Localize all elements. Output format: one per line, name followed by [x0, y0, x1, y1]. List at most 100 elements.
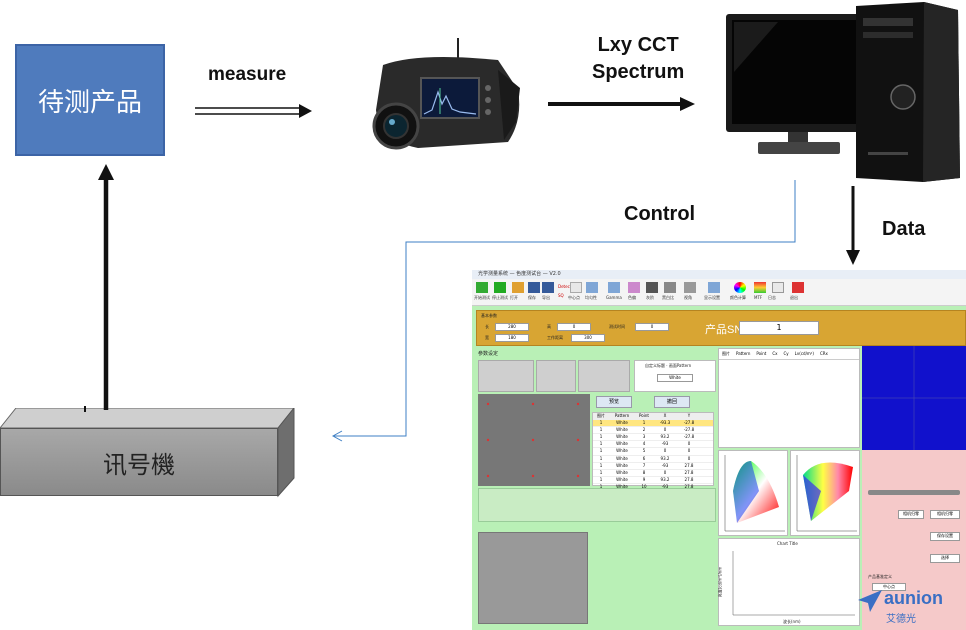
grayscale-icon[interactable]	[646, 282, 658, 293]
save-icon[interactable]	[528, 282, 540, 293]
viewing-angle-icon[interactable]	[684, 282, 696, 293]
cie-1976-diagram	[790, 450, 860, 536]
signal-arrow	[98, 164, 114, 410]
colorimeter-camera-icon	[372, 38, 520, 150]
side-button[interactable]: 保存设置	[930, 532, 960, 541]
table-cell: 7	[642, 462, 646, 468]
toolbar-label[interactable]: Detector	[558, 284, 576, 289]
toolbar-label: 均匀性	[585, 295, 597, 300]
param-group-2	[536, 360, 576, 392]
cancel-button[interactable]: 撤回	[654, 396, 690, 408]
color-calc-icon[interactable]	[734, 282, 746, 293]
product-center-label: 产品基准定义	[868, 574, 892, 579]
data-flow-arrow	[548, 97, 695, 111]
start-icon[interactable]	[476, 282, 488, 293]
center-select[interactable]: 中心点	[872, 583, 906, 591]
table-cell: 5	[642, 448, 646, 454]
table-cell: 27.8	[684, 476, 694, 482]
camera-preview-panel	[478, 532, 588, 624]
side-button[interactable]: 相机归零	[898, 510, 924, 519]
toolbar-label: Gamma	[606, 295, 622, 300]
chart-axes	[732, 551, 855, 616]
mtf-icon[interactable]	[754, 282, 766, 293]
field-long-label: 长	[485, 324, 489, 329]
toolbar-label: MTF	[754, 295, 763, 300]
table-cell: -93.3	[659, 420, 671, 426]
table-cell: 10	[641, 483, 647, 489]
toolbar-label: 停止测试	[492, 295, 508, 300]
table-cell: White	[616, 483, 628, 489]
column-header: Lv(cd/m²)	[794, 351, 814, 356]
camera-live-view	[862, 346, 966, 450]
toolbar-label: 视角	[684, 295, 692, 300]
param-group-1	[478, 360, 534, 392]
table-cell: -93	[661, 462, 669, 468]
table-cell: 1	[599, 469, 603, 475]
table-cell: -93	[661, 483, 669, 489]
export-icon[interactable]	[542, 282, 554, 293]
table-cell: 1	[599, 448, 603, 454]
exit-icon[interactable]	[792, 282, 804, 293]
table-cell: 8	[642, 469, 646, 475]
measure-settings-panel	[478, 488, 716, 522]
stop-icon[interactable]	[494, 282, 506, 293]
side-button[interactable]: 选择	[930, 554, 960, 563]
toolbar-label: 导出	[542, 295, 550, 300]
side-button[interactable]: 相机归零	[930, 510, 960, 519]
gamma-icon[interactable]	[608, 282, 620, 293]
color-shift-icon[interactable]	[628, 282, 640, 293]
toolbar-label[interactable]: SQ	[558, 293, 564, 298]
field-dist-input[interactable]: 300	[571, 334, 605, 342]
table-cell: 27.8	[684, 469, 694, 475]
log-icon[interactable]	[772, 282, 784, 293]
table-cell: 0	[687, 441, 691, 447]
preview-button[interactable]: 预览	[596, 396, 632, 408]
brand-subname: 艾德光	[886, 614, 916, 625]
signal-generator-label: 讯号機	[103, 450, 175, 479]
field-height-input[interactable]: 0	[557, 323, 591, 331]
pattern-select[interactable]: White	[657, 374, 693, 382]
uniformity-icon[interactable]	[586, 282, 598, 293]
cie-1931-diagram	[718, 450, 788, 536]
chart-ylabel: 亮度(cd/m²)/nm	[717, 566, 723, 598]
table-cell: 93.2	[660, 476, 670, 482]
control-line	[331, 180, 796, 442]
display-settings-icon[interactable]	[708, 282, 720, 293]
column-header: Point	[639, 413, 649, 418]
pattern-preview-area	[478, 394, 590, 486]
center-point-icon[interactable]	[570, 282, 582, 293]
position-slider[interactable]	[868, 490, 960, 495]
toolbar-label: 开始测试	[474, 295, 490, 300]
table-cell: White	[616, 420, 628, 426]
computer-icon	[726, 2, 960, 182]
contrast-icon[interactable]	[664, 282, 676, 293]
field-height-label: 高	[547, 324, 551, 329]
field-wide-input[interactable]: 180	[495, 334, 529, 342]
basic-params-bar: 基本参数 长 280 宽 180 高 0 工作距离 300 测试时间 0 产品S…	[476, 310, 966, 346]
open-folder-icon[interactable]	[512, 282, 524, 293]
table-cell: 1	[599, 434, 603, 440]
column-header: X	[663, 413, 667, 418]
product-sn-input[interactable]: 1	[739, 321, 819, 335]
control-label: Control	[624, 203, 696, 225]
aunion-logo-icon	[858, 590, 882, 612]
field-long-input[interactable]: 280	[495, 323, 529, 331]
field-wide-label: 宽	[485, 335, 489, 340]
lxy-cct-label: Lxy CCT	[597, 34, 679, 56]
table-cell: 2	[642, 427, 646, 433]
crosshair-overlay	[862, 346, 966, 450]
toolbar-label: 颜色计算	[730, 295, 746, 300]
field-time-label: 测试时间	[609, 324, 625, 329]
field-time-input[interactable]: 0	[635, 323, 669, 331]
